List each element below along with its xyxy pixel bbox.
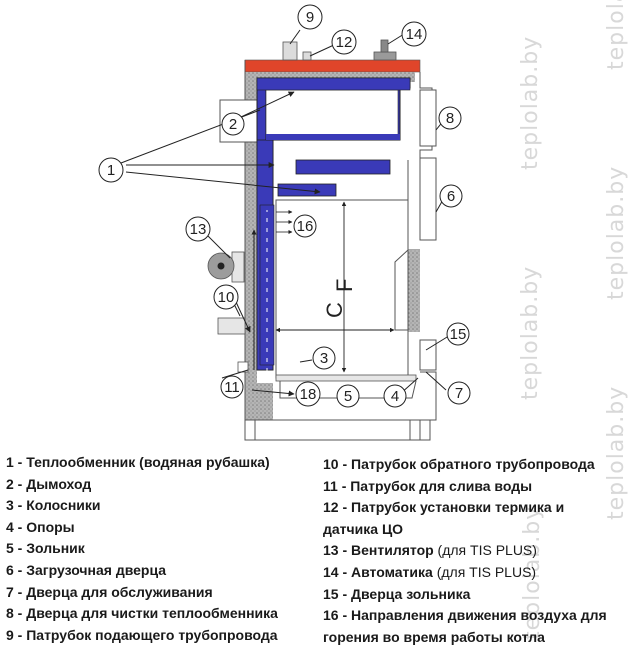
supply-pipe [282, 41, 298, 61]
legend-item: 3 - Колосники [6, 497, 101, 514]
callout-circle [312, 346, 336, 370]
leg [244, 419, 256, 441]
fan-hub [217, 262, 225, 270]
legend-item: 11 - Патрубок для слива воды [323, 477, 533, 494]
legend-item: 13 - Вентилятор (для TIS PLUS) [323, 542, 537, 559]
automatics-block [373, 51, 397, 61]
callout-circle [293, 214, 317, 238]
callout-label: 9 [306, 9, 314, 26]
callout-circle [383, 384, 407, 408]
legend-left: 1 - Теплообменник (водяная рубашка) 2 - … [6, 452, 278, 646]
legend-item: 5 - Зольник [6, 540, 85, 557]
callout-circle [185, 216, 211, 242]
legend-item: 1 - Теплообменник (водяная рубашка) [6, 454, 270, 470]
legend-item: 10 - Патрубок обратного трубопровода [323, 456, 595, 472]
door-insulation [408, 250, 420, 332]
callout-label: 8 [446, 110, 454, 127]
callout-circle [331, 29, 357, 55]
baffle-lower [277, 183, 337, 197]
automatics-stem [380, 39, 389, 53]
callout-label: 4 [391, 388, 399, 405]
callout-label: 11 [224, 379, 240, 396]
legend-item: 15 - Дверца зольника [323, 585, 471, 602]
callout-label: 15 [450, 326, 467, 343]
callout-circle [295, 381, 321, 407]
loading-door [419, 157, 437, 241]
callout-circle [98, 157, 124, 183]
callout-circle [220, 375, 244, 399]
legend-item: 14 - Автоматика (для TIS PLUS) [323, 563, 537, 580]
legend-item: 7 - Дверца для обслуживания [6, 583, 213, 600]
callout-label: 10 [218, 289, 235, 306]
callout-label: 5 [344, 388, 352, 405]
callout-circle [438, 106, 462, 130]
legend-item: 16 - Направления движения воздуха для [323, 607, 607, 624]
callout-label: 2 [229, 116, 237, 133]
legend-item: 8 - Дверца для чистки теплообменника [6, 605, 278, 622]
dimension-label-c: C [322, 302, 347, 318]
jacket-top-band [256, 77, 411, 91]
callout-circle [446, 322, 470, 346]
legend-note: (для TIS PLUS) [433, 542, 537, 559]
legend-item: 2 - Дымоход [6, 475, 92, 492]
dimension-label-f: F [332, 279, 357, 292]
callout-label: 14 [406, 26, 423, 43]
legend-item: 9 - Патрубок подающего трубопровода [6, 626, 278, 643]
callout-circle [401, 21, 427, 47]
air-duct [259, 204, 275, 366]
legend-right: 10 - Патрубок обратного трубопровода 11 … [323, 454, 607, 648]
callout-label: 18 [300, 386, 317, 403]
callout-circle [336, 384, 360, 408]
leg [409, 419, 421, 441]
boiler-diagram: C F 9 12 14 2 8 1 6 [98, 4, 471, 441]
top-insulation [250, 72, 415, 82]
legend-item: горения во время работы котла [323, 628, 545, 645]
callout-label: 13 [190, 221, 207, 238]
callout-label: 1 [107, 162, 115, 179]
callout-label: 7 [455, 385, 463, 402]
ash-door [419, 339, 437, 371]
callout-circle [213, 284, 239, 310]
callout-circle [447, 381, 471, 405]
callout-label: 16 [297, 218, 314, 235]
bottom-insulation [245, 383, 273, 420]
callout-circle [297, 4, 323, 30]
callout-group: 9 12 14 2 8 1 6 13 16 10 3 15 11 18 5 4 [98, 4, 471, 408]
legend-item: 4 - Опоры [6, 518, 75, 535]
callout-circle [221, 112, 245, 136]
legend-note: (для TIS PLUS) [432, 563, 537, 580]
baffle-upper [295, 159, 391, 175]
sensor-pipe [302, 51, 312, 61]
legend-item: 12 - Патрубок установки термика и [323, 499, 565, 516]
callout-label: 3 [320, 350, 328, 367]
top-plate [244, 59, 421, 73]
callout-label: 12 [336, 34, 353, 51]
jacket-channel-bottom [266, 134, 400, 140]
return-pipe [217, 317, 246, 335]
legend-item: 6 - Загрузочная дверца [6, 561, 167, 578]
callout-circle [439, 184, 463, 208]
grate [275, 374, 417, 382]
heat-exchanger-door [419, 89, 437, 147]
legend-item: датчика ЦО [323, 520, 404, 537]
callout-label: 6 [447, 188, 455, 205]
jacket-channel [265, 89, 399, 141]
